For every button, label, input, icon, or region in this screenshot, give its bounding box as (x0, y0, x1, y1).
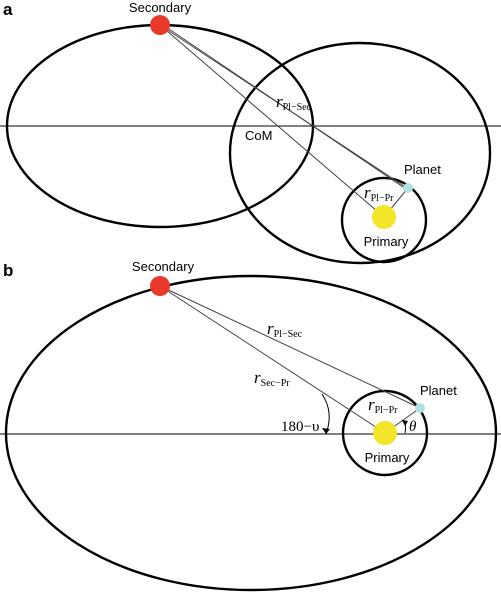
panel-a-r-pl-sec-label: rPl−Sec (276, 92, 312, 113)
panel-b-r-sec-pr-label: rSec−Pr (254, 368, 290, 389)
panel-a-planet (403, 183, 413, 193)
panel-b-primary-star (373, 421, 397, 445)
panel-b-secondary-star (150, 276, 170, 296)
panel-a-r-pl-pr-label: rPl−Pr (364, 183, 394, 204)
panel-b-planet-orbit (341, 389, 429, 477)
panel-a-primary-orbit (228, 41, 492, 265)
panel-a-primary-star (372, 205, 396, 229)
panel-a-secondary-label: Secondary (129, 0, 192, 15)
panel-b: b Secondary Planet Primary rPl−Sec rSec−… (0, 259, 501, 592)
panel-a: a Secondary CoM Planet Primary rPl−Sec r… (0, 0, 501, 265)
panel-b-r-pl-sec-label: rPl−Sec (267, 319, 303, 340)
panel-b-angle-label: 180−υ (281, 419, 319, 435)
panel-b-theta-arrowhead (402, 420, 408, 426)
panel-a-secondary-star (150, 15, 170, 35)
panel-a-com-label: CoM (245, 128, 272, 143)
panel-a-planet-label: Planet (404, 162, 441, 177)
panel-b-secondary-planet-line (159, 285, 421, 409)
panel-b-primary-label: Primary (365, 450, 410, 465)
panel-b-angle-arc-180-nu (321, 393, 330, 435)
panel-a-letter: a (3, 0, 13, 19)
panel-b-secondary-orbit (4, 274, 498, 592)
panel-b-secondary-primary-line (159, 285, 386, 434)
panel-a-planet-orbit (340, 176, 428, 264)
panel-b-theta-label: θ (409, 419, 417, 435)
panel-b-planet-label: Planet (420, 383, 457, 398)
panel-a-primary-label: Primary (364, 234, 409, 249)
panel-b-secondary-label: Secondary (132, 259, 195, 274)
panel-b-angle-arrowhead (322, 428, 330, 434)
panel-a-secondary-planet-line-2 (162, 24, 410, 192)
panel-b-letter: b (3, 261, 13, 280)
panel-b-r-pl-pr-label: rPl−Pr (368, 395, 398, 416)
panel-b-planet (415, 403, 425, 413)
panel-a-secondary-primary-line (159, 24, 385, 218)
